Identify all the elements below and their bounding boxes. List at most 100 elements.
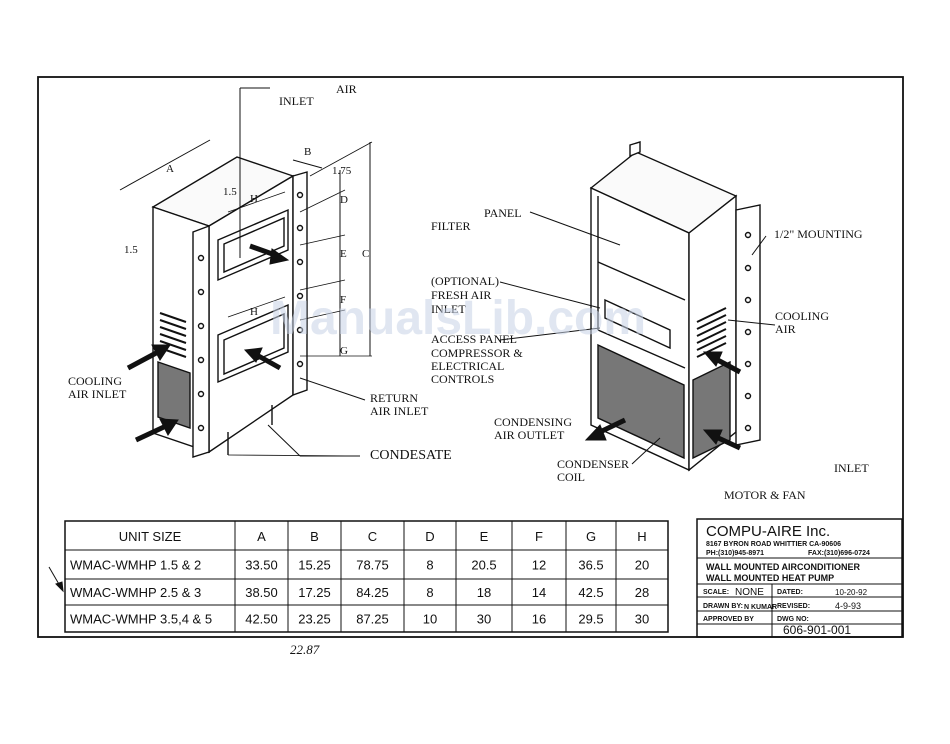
label-compressor: COMPRESSOR & (431, 346, 523, 360)
left-unit-drawing (119, 87, 373, 458)
table-cell: 10 (423, 612, 437, 627)
company-fax: FAX:(310)696-0724 (808, 550, 870, 557)
table-header-cell: E (480, 529, 489, 544)
label-cooling: COOLING (68, 374, 122, 388)
dim-15-left: 1.5 (124, 244, 138, 256)
label-condenser: CONDENSER (557, 457, 629, 471)
table-cell: 12 (532, 558, 546, 573)
table-cell: WMAC-WMHP 3.5,4 & 5 (70, 612, 212, 627)
table-cell: 87.25 (356, 612, 389, 627)
label-return: RETURN (370, 391, 418, 405)
label-fresh-air: FRESH AIR (431, 288, 491, 302)
label-condensing: CONDENSING (494, 415, 572, 429)
table-cell: 20 (635, 558, 649, 573)
table-header-cell: A (257, 529, 266, 544)
revised-value: 4-9-93 (835, 601, 861, 611)
table-border (64, 520, 669, 633)
table-cell: 78.75 (356, 558, 389, 573)
table-cell: 16 (532, 612, 546, 627)
table-header-cell: G (586, 529, 596, 544)
table-cell: 18 (477, 585, 491, 600)
scale-label: SCALE: (703, 589, 729, 596)
title-block: COMPU-AIRE Inc. 8167 BYRON ROAD WHITTIER… (696, 518, 903, 638)
table-cell: 29.5 (578, 612, 603, 627)
table-cell: 14 (532, 585, 546, 600)
table-cell: 84.25 (356, 585, 389, 600)
dim-f: F (340, 294, 346, 306)
dim-b: B (304, 146, 311, 158)
label-air: AIR (336, 82, 357, 96)
table-cell: 30 (477, 612, 491, 627)
left-labels: AIR INLET A B 1.75 1.5 H 1.5 D E C F H G… (68, 82, 452, 463)
label-electrical: ELECTRICAL (431, 359, 504, 373)
spec-table: UNIT SIZE A B C D E F G H WMAC-WMHP 1.5 & 2 33.50 1… (64, 520, 669, 633)
dim-e: E (340, 248, 347, 260)
table-cell: WMAC-WMHP 1.5 & 2 (70, 558, 201, 573)
scale-value: NONE (735, 587, 764, 598)
company-name: COMPU-AIRE Inc. (706, 523, 830, 540)
right-airflow-arrows (584, 351, 742, 451)
dim-h-top: H (250, 193, 258, 205)
right-labels: PANEL FILTER (OPTIONAL) FRESH AIR INLET … (431, 206, 869, 502)
label-air-right: AIR (775, 322, 796, 336)
approved-label: APPROVED BY (703, 616, 754, 623)
table-cell: 8 (426, 585, 433, 600)
label-panel: PANEL (484, 206, 522, 220)
company-address: 8167 BYRON ROAD WHITTIER CA-90606 (706, 541, 841, 548)
table-cell: 15.25 (298, 558, 331, 573)
label-optional: (OPTIONAL) (431, 274, 499, 288)
dwg-number: 606-901-001 (783, 623, 851, 637)
table-cell: 23.25 (298, 612, 331, 627)
drawn-label: DRAWN BY: (703, 603, 743, 610)
table-header-cell: B (310, 529, 319, 544)
drawing-title-1: WALL MOUNTED AIRCONDITIONER (706, 562, 860, 572)
dim-175: 1.75 (332, 165, 352, 177)
dim-15-top: 1.5 (223, 186, 237, 198)
label-air-inlet: AIR INLET (68, 387, 127, 401)
row-pointer-arrow (48, 566, 64, 593)
handwritten-note: 22.87 (290, 642, 320, 657)
table-cell: 42.50 (245, 612, 278, 627)
sheet-border (37, 76, 904, 638)
label-optional-inlet: INLET (431, 302, 466, 316)
label-mounting: 1/2" MOUNTING (774, 227, 863, 241)
table-cell: 42.5 (578, 585, 603, 600)
table-cell: 17.25 (298, 585, 331, 600)
drawing-title-2: WALL MOUNTED HEAT PUMP (706, 573, 834, 583)
label-filter: FILTER (431, 219, 471, 233)
table-header-cell: C (368, 529, 377, 544)
table-header-cell: D (425, 529, 434, 544)
dim-d: D (340, 194, 348, 206)
table-cell: 38.50 (245, 585, 278, 600)
table-cell: 8 (426, 558, 433, 573)
table-header-cell: F (535, 529, 543, 544)
dim-g: G (340, 345, 348, 357)
dim-a: A (166, 163, 174, 175)
table-cell: 20.5 (471, 558, 496, 573)
label-return-air-inlet: AIR INLET (370, 404, 429, 418)
label-coil: COIL (557, 470, 585, 484)
label-inlet-right: INLET (834, 461, 869, 475)
table-cell: 36.5 (578, 558, 603, 573)
label-controls: CONTROLS (431, 372, 494, 386)
label-condesate: CONDESATE (370, 448, 452, 463)
table-header-cell: H (637, 529, 646, 544)
dated-label: DATED: (777, 589, 803, 596)
label-air-outlet: AIR OUTLET (494, 428, 565, 442)
dated-value: 10-20-92 (835, 588, 868, 597)
table-cell: 33.50 (245, 558, 278, 573)
label-inlet-top: INLET (279, 94, 314, 108)
revised-label: REVISED: (777, 603, 810, 610)
label-cooling-right: COOLING (775, 309, 829, 323)
table-cell: WMAC-WMHP 2.5 & 3 (70, 585, 201, 600)
company-phone: PH:(310)945-8971 (706, 550, 764, 557)
table-header-cell: UNIT SIZE (119, 529, 182, 544)
dim-h-bottom: H (250, 306, 258, 318)
table-cell: 30 (635, 612, 649, 627)
watermark: ManualsLib.com (270, 292, 646, 345)
drawn-value: N KUMAR (744, 604, 777, 611)
dwg-label: DWG NO: (777, 616, 809, 623)
label-access-panel: ACCESS PANEL (431, 332, 517, 346)
label-motor-fan: MOTOR & FAN (724, 488, 806, 502)
